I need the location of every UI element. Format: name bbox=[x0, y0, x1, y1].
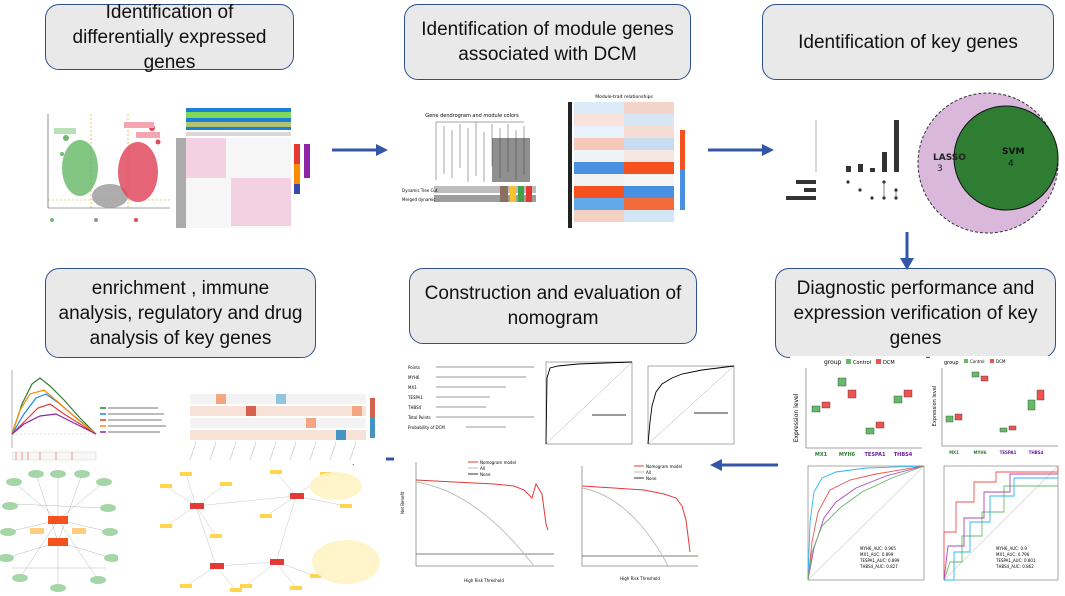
venn-diagram: LASSO 3 SVM 4 bbox=[917, 92, 1059, 234]
venn-lasso-count: 3 bbox=[937, 164, 943, 174]
step-box-key-genes: Identification of key genes bbox=[762, 4, 1054, 80]
step-label-nomogram: Construction and evaluation of nomogram bbox=[424, 283, 682, 329]
dendrogram-row2-label: Merged dynamic bbox=[402, 197, 435, 202]
dca-b-legend-all: All bbox=[646, 470, 651, 475]
step-label-module: Identification of module genes associate… bbox=[421, 19, 674, 65]
arrow-left-1 bbox=[710, 459, 778, 471]
boxplot-a-gene-myh6: MYH6 bbox=[839, 452, 856, 458]
boxplot-a-gene-thbs4: THBS4 bbox=[894, 452, 913, 458]
ppi-network bbox=[0, 468, 118, 594]
roc-b-legend-3: THBS4_AUC: 0.862 bbox=[995, 564, 1034, 569]
step-box-enrichment: enrichment , immune analysis, regulatory… bbox=[45, 268, 316, 358]
roc-b-legend-0: MYH6_AUC: 0.9 bbox=[996, 546, 1027, 551]
gsea-plot bbox=[0, 364, 168, 468]
boxplot-b-gene-mx1: MX1 bbox=[949, 450, 959, 455]
upset-plot bbox=[782, 116, 918, 208]
boxplot-a-gene-tespa1: TESPA1 bbox=[865, 452, 887, 458]
boxplot-b-gene-myh6: MYH6 bbox=[973, 450, 986, 455]
roc-b-legend-2: TESPA1_AUC: 0.801 bbox=[995, 558, 1036, 563]
nomogram-plot: Points MYH6 MX1 TESPA1 THBS4 Total Point… bbox=[406, 360, 538, 440]
module-trait-title: Module-trait relationships bbox=[595, 94, 653, 100]
venn-svm-label: SVM bbox=[1002, 147, 1024, 157]
step-label-key-genes: Identification of key genes bbox=[798, 31, 1018, 53]
venn-svm-count: 4 bbox=[1008, 159, 1014, 169]
boxplot-b-ylabel: Expression level bbox=[932, 386, 938, 427]
boxplot-a-gene-mx1: MX1 bbox=[815, 452, 828, 458]
nomogram-roc-train bbox=[538, 358, 636, 454]
boxplot-b-gene-tespa1: TESPA1 bbox=[1000, 450, 1017, 455]
decision-curve-test: High Risk Threshold Nomogram model All N… bbox=[564, 458, 704, 594]
boxplot-a-ylabel: Expression level bbox=[793, 393, 800, 442]
venn-svm-circle bbox=[953, 105, 1059, 211]
step-label-deg: Identification of differentially express… bbox=[72, 1, 267, 73]
expression-heatmap bbox=[176, 104, 316, 232]
dca-a-legend-model: Nomogram model bbox=[480, 460, 516, 465]
step-box-module: Identification of module genes associate… bbox=[404, 4, 691, 80]
dca-a-ylabel: Net Benefit bbox=[400, 491, 405, 514]
dca-a-xlabel: High Risk Threshold bbox=[464, 578, 504, 583]
regulatory-network bbox=[156, 466, 392, 594]
dendrogram-row1-label: Dynamic Tree Cut bbox=[402, 188, 438, 193]
dca-b-legend-model: Nomogram model bbox=[646, 464, 682, 469]
venn-lasso-label: LASSO bbox=[933, 153, 966, 163]
boxplot-b-legend-control: Control bbox=[970, 359, 984, 364]
boxplot-a-legend-title: group bbox=[824, 359, 842, 366]
boxplot-b-legend-title: group bbox=[944, 360, 959, 366]
boxplot-b-gene-thbs4: THBS4 bbox=[1029, 450, 1044, 455]
gene-roc-train: MYH6_AUC: 0.965 MX1_AUC: 0.899 TESPA1_AU… bbox=[796, 462, 928, 594]
roc-a-legend-1: MX1_AUC: 0.899 bbox=[860, 552, 894, 557]
nomogram-roc-test bbox=[642, 362, 738, 452]
boxplot-a-legend-dcm: DCM bbox=[883, 360, 895, 366]
boxplot-train: group Control DCM Expression level MX1 M… bbox=[790, 356, 926, 460]
nomogram-row-points: Points bbox=[408, 365, 420, 370]
arrow-right-1 bbox=[332, 144, 388, 156]
dca-a-legend-none: None bbox=[480, 472, 491, 477]
boxplot-a-legend-control: Control bbox=[853, 360, 871, 366]
roc-a-legend-2: TESPA1_AUC: 0.899 bbox=[859, 558, 900, 563]
decision-curve-train: Net Benefit High Risk Threshold Nomogram… bbox=[394, 454, 560, 594]
gene-dendrogram: Gene dendrogram and module colors Dynami… bbox=[400, 108, 540, 214]
roc-a-legend-3: THBS4_AUC: 0.827 bbox=[859, 564, 898, 569]
step-box-diagnostic: Diagnostic performance and expression ve… bbox=[775, 268, 1056, 358]
immune-correlation-heatmap bbox=[176, 390, 386, 464]
dendrogram-title: Gene dendrogram and module colors bbox=[425, 113, 519, 119]
nomogram-row-thbs4: THBS4 bbox=[407, 405, 422, 410]
roc-b-legend-1: MX1_AUC: 0.796 bbox=[996, 552, 1030, 557]
dca-a-legend-all: All bbox=[480, 466, 485, 471]
dca-b-xlabel: High Risk Threshold bbox=[620, 576, 660, 581]
dca-b-legend-none: None bbox=[646, 476, 657, 481]
step-box-deg: Identification of differentially express… bbox=[45, 2, 294, 73]
nomogram-row-myh6: MYH6 bbox=[408, 375, 420, 380]
boxplot-b-legend-dcm: DCM bbox=[996, 359, 1006, 364]
step-label-enrichment: enrichment , immune analysis, regulatory… bbox=[58, 277, 303, 349]
step-label-diagnostic: Diagnostic performance and expression ve… bbox=[793, 277, 1038, 349]
nomogram-row-prob: Probability of DCM bbox=[408, 425, 445, 430]
nomogram-row-mx1: MX1 bbox=[408, 385, 417, 390]
volcano-plot bbox=[36, 108, 174, 230]
roc-a-legend-0: MYH6_AUC: 0.965 bbox=[860, 546, 896, 551]
arrow-right-2 bbox=[708, 144, 774, 156]
module-trait-heatmap: Module-trait relationships bbox=[548, 90, 696, 238]
nomogram-row-tespa1: TESPA1 bbox=[407, 395, 423, 400]
nomogram-row-total: Total Points bbox=[407, 415, 431, 420]
gene-roc-test: MYH6_AUC: 0.9 MX1_AUC: 0.796 TESPA1_AUC:… bbox=[934, 462, 1062, 594]
step-box-nomogram: Construction and evaluation of nomogram bbox=[409, 268, 697, 344]
boxplot-test: group Control DCM Expression level MX1 M… bbox=[930, 356, 1062, 460]
arrow-down bbox=[900, 232, 914, 270]
